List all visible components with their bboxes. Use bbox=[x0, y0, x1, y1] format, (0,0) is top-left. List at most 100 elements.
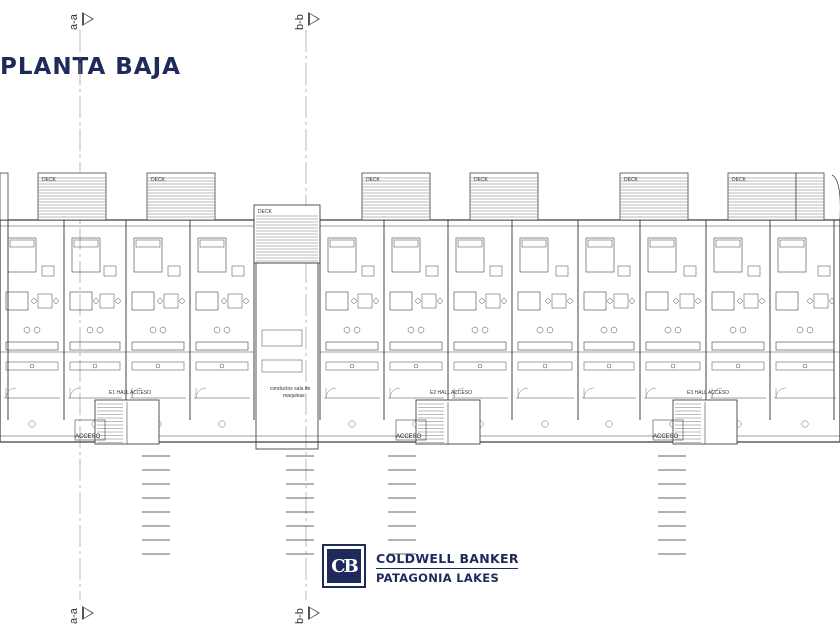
bed bbox=[197, 237, 227, 273]
chair bbox=[157, 298, 163, 304]
chair bbox=[351, 298, 357, 304]
deck-label: DECK bbox=[624, 177, 639, 183]
bath bbox=[517, 291, 541, 311]
door-swing bbox=[389, 387, 401, 399]
table bbox=[485, 293, 501, 309]
pillow bbox=[9, 239, 35, 248]
bed bbox=[647, 237, 677, 273]
nightstand bbox=[41, 265, 55, 277]
bath bbox=[775, 291, 799, 311]
bed bbox=[585, 237, 615, 273]
sink bbox=[96, 326, 104, 334]
table bbox=[99, 293, 115, 309]
hall-label: E2 HALL ACCESO bbox=[430, 390, 472, 396]
stove bbox=[349, 363, 355, 369]
chair bbox=[415, 298, 421, 304]
kitchenette bbox=[131, 361, 185, 371]
door-swing bbox=[517, 387, 529, 399]
pillow bbox=[329, 239, 355, 248]
curved-wall bbox=[831, 174, 840, 220]
table bbox=[613, 293, 629, 309]
pillow bbox=[457, 239, 483, 248]
column bbox=[541, 420, 549, 428]
bed bbox=[713, 237, 743, 273]
sink bbox=[481, 326, 489, 334]
section-arrow-icon bbox=[308, 606, 320, 620]
deck: DECK bbox=[146, 172, 216, 221]
sink bbox=[796, 326, 804, 334]
door-swing bbox=[583, 387, 595, 399]
deck-label: DECK bbox=[151, 177, 166, 183]
chair bbox=[501, 298, 507, 304]
counter bbox=[5, 341, 59, 351]
kitchenette bbox=[711, 361, 765, 371]
bed bbox=[455, 237, 485, 273]
brand-name-line1: COLDWELL BANKER bbox=[376, 551, 519, 566]
table bbox=[163, 293, 179, 309]
kitchenette bbox=[325, 361, 379, 371]
unit bbox=[0, 237, 64, 428]
table bbox=[37, 293, 53, 309]
chair bbox=[373, 298, 379, 304]
table bbox=[813, 293, 829, 309]
section-arrow-icon bbox=[82, 12, 94, 26]
bed bbox=[7, 237, 37, 273]
bath bbox=[645, 291, 669, 311]
sink bbox=[417, 326, 425, 334]
counter bbox=[453, 341, 507, 351]
sink bbox=[674, 326, 682, 334]
hall-label: E3 HALL ACCESO bbox=[687, 390, 729, 396]
bed bbox=[391, 237, 421, 273]
bed bbox=[519, 237, 549, 273]
nightstand bbox=[231, 265, 245, 277]
chair bbox=[607, 298, 613, 304]
bath bbox=[389, 291, 413, 311]
sink bbox=[23, 326, 31, 334]
chair bbox=[221, 298, 227, 304]
unit bbox=[320, 237, 384, 428]
kitchenette bbox=[195, 361, 249, 371]
kitchenette bbox=[5, 361, 59, 371]
bed bbox=[327, 237, 357, 273]
sink bbox=[149, 326, 157, 334]
column bbox=[28, 420, 36, 428]
machine-room-label: conductos sala de bbox=[270, 386, 311, 392]
unit bbox=[126, 237, 190, 428]
pillow bbox=[779, 239, 805, 248]
bath bbox=[131, 291, 155, 311]
counter bbox=[711, 341, 765, 351]
stove bbox=[735, 363, 741, 369]
chair bbox=[437, 298, 443, 304]
stove bbox=[29, 363, 35, 369]
sink bbox=[739, 326, 747, 334]
unit bbox=[578, 237, 640, 428]
counter bbox=[69, 341, 121, 351]
kitchenette bbox=[775, 361, 835, 371]
stove bbox=[413, 363, 419, 369]
bath bbox=[711, 291, 735, 311]
bed bbox=[777, 237, 807, 273]
stove bbox=[606, 363, 612, 369]
pillow bbox=[715, 239, 741, 248]
bed bbox=[71, 237, 101, 273]
table bbox=[551, 293, 567, 309]
deck: DECK bbox=[361, 172, 431, 221]
kitchenette bbox=[453, 361, 507, 371]
deck-right-edge bbox=[795, 172, 825, 221]
deck-label: DECK bbox=[732, 177, 747, 183]
table bbox=[679, 293, 695, 309]
deck-label: DECK bbox=[42, 177, 57, 183]
deck-label: DECK bbox=[366, 177, 381, 183]
parking-lines bbox=[142, 455, 686, 555]
pillow bbox=[393, 239, 419, 248]
unit bbox=[706, 237, 770, 428]
chair bbox=[567, 298, 573, 304]
kitchenette bbox=[583, 361, 635, 371]
pillow bbox=[199, 239, 225, 248]
stove bbox=[155, 363, 161, 369]
deck: DECK bbox=[727, 172, 797, 221]
deck-label: DECK bbox=[258, 209, 273, 215]
bath bbox=[195, 291, 219, 311]
bath bbox=[325, 291, 349, 311]
